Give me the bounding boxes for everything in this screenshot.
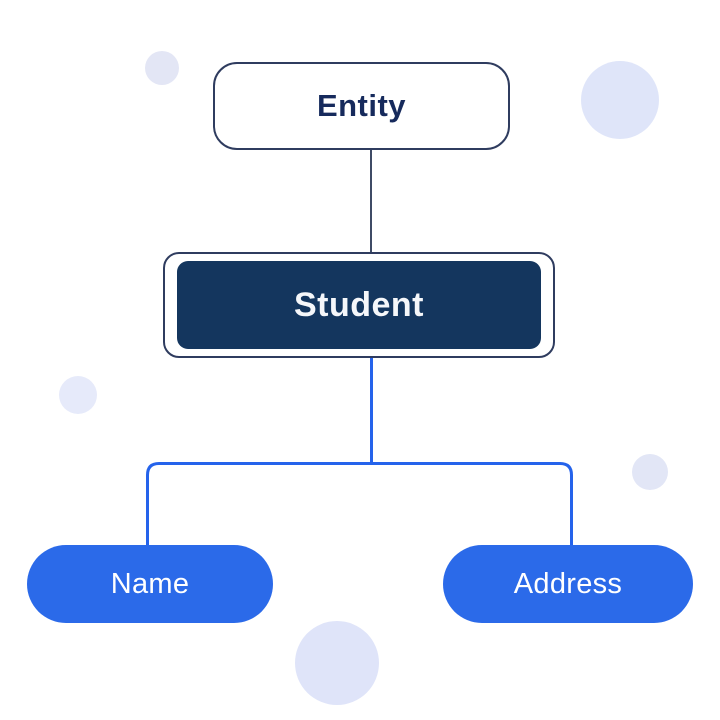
student-node-label: Student [293, 285, 425, 324]
student-node-inner: Student [177, 261, 541, 349]
decorative-circle [581, 61, 659, 139]
entity-node-label: Entity [316, 88, 407, 123]
decorative-circle [59, 376, 97, 414]
decorative-circle [632, 454, 668, 490]
edge-student-children-bracket [146, 462, 573, 546]
address-pill: Address [443, 545, 693, 623]
name-pill: Name [27, 545, 273, 623]
name-pill-label: Name [110, 567, 190, 600]
decorative-circle [145, 51, 179, 85]
address-pill-label: Address [513, 567, 623, 600]
entity-node: Entity [213, 62, 510, 150]
student-node: Student [163, 252, 555, 358]
decorative-circle [295, 621, 379, 705]
